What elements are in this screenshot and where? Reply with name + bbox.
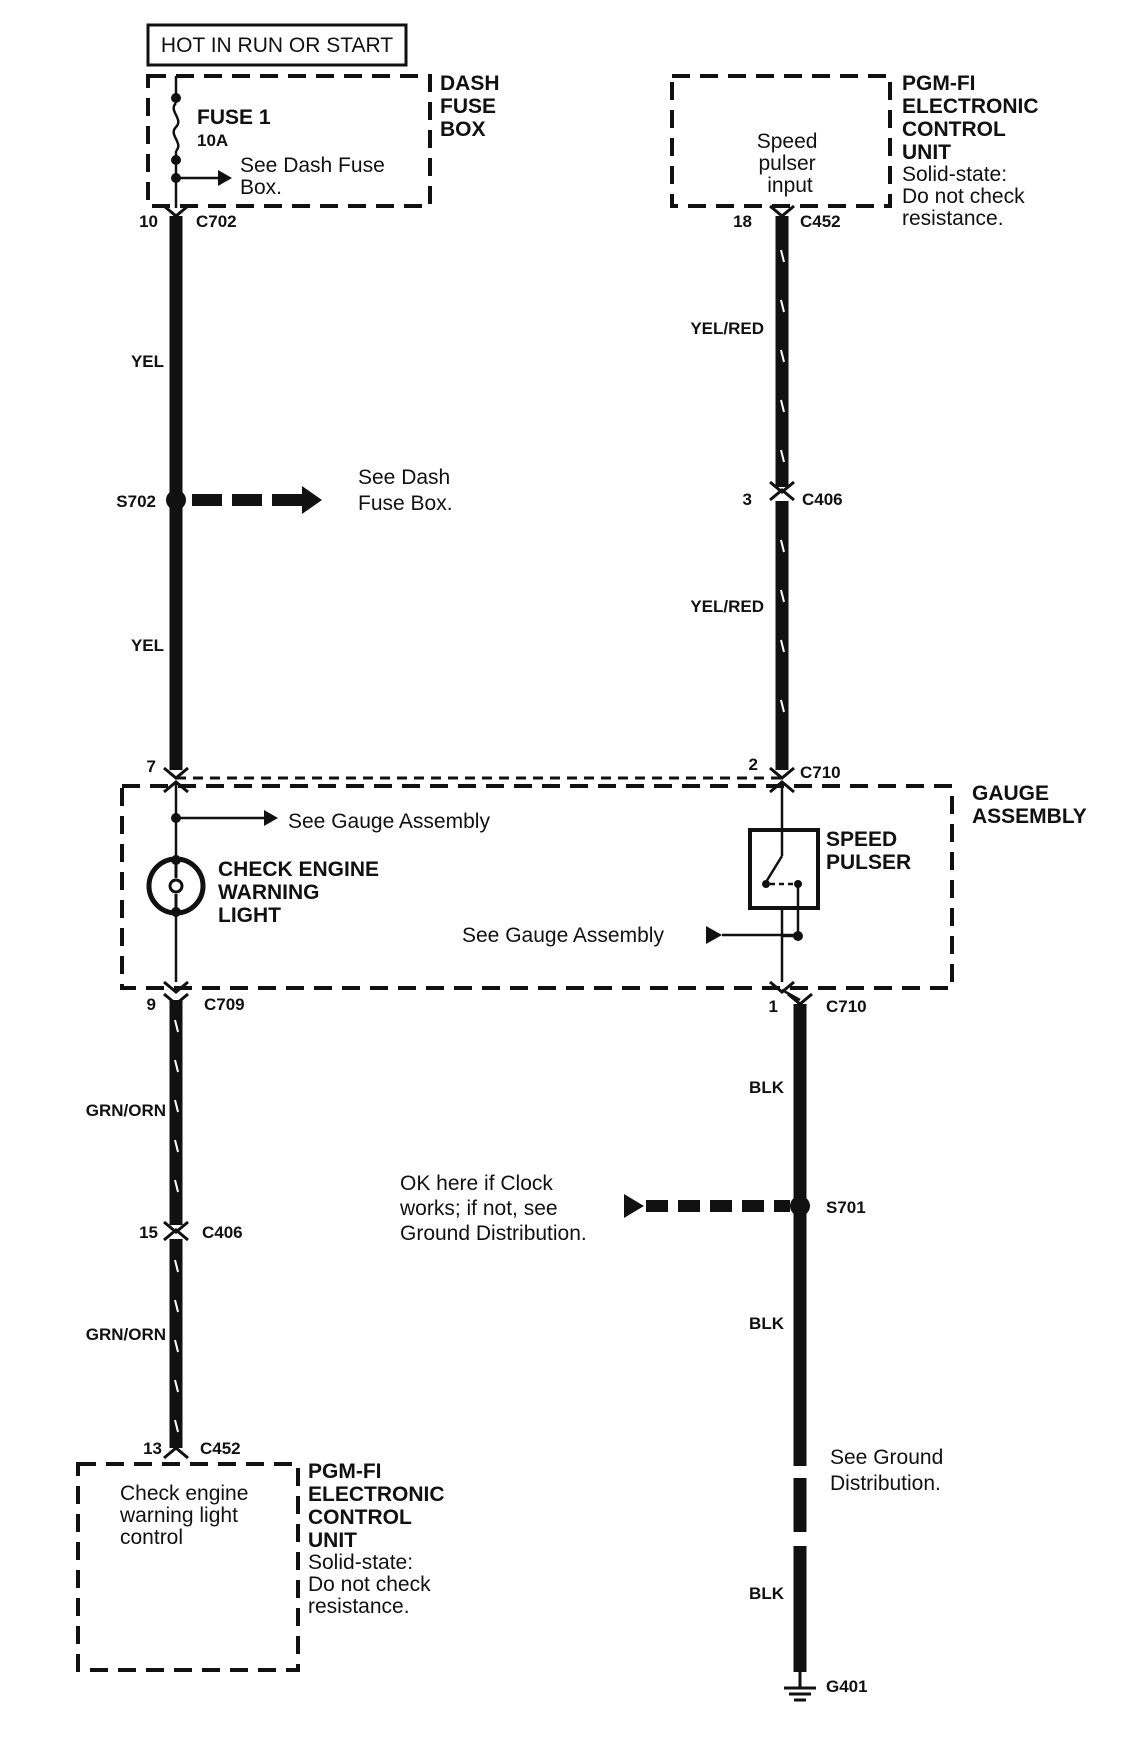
power-label: HOT IN RUN OR START [161,34,393,57]
ecu-top-note: Solid-state: Do not check resistance. [902,163,1030,230]
c709-pin: 9 [147,995,156,1014]
c452-bottom-pin: 13 [143,1439,162,1458]
s702-arrow [192,486,322,514]
wire-label-blk-3: BLK [749,1584,785,1603]
ecu-top-function: Speed pulser input [757,130,824,197]
wire-label-blk-1: BLK [749,1078,785,1097]
dash-fuse-box-title: DASH FUSE BOX [440,72,505,141]
connector-c710-top [769,766,795,780]
s701-label: S701 [826,1198,866,1217]
connector-c406-right [769,480,795,502]
wire-label-grn-orn-1: GRN/ORN [86,1101,166,1120]
c709-label: C709 [204,995,245,1014]
gauge-assembly-box [120,784,954,990]
speed-pulser-label: SPEED PULSER [826,828,911,874]
fuse-box-arrow [218,170,232,186]
connector-c452-bottom [163,1446,189,1460]
c406-right-label: C406 [802,490,843,509]
fuse-name: FUSE 1 [197,106,271,129]
connector-c702 [163,204,189,218]
s701-note: OK here if Clock works; if not, see Grou… [399,1172,587,1245]
fuse-box-note: See Dash Fuse Box. [240,154,391,199]
connector-c406-left [163,1220,189,1242]
ecu-bottom-function: Check engine warning light control [119,1482,254,1549]
gauge-see-text-2: See Gauge Assembly [462,924,664,947]
wire-label-yel-red-2: YEL/RED [690,597,764,616]
s702-label: S702 [116,492,156,511]
wire-grn-orn-stripes [174,1019,179,1433]
c710-top-label: C710 [800,763,841,782]
connector-c710-bottom [787,992,813,1006]
ecu-top-title: PGM-FI ELECTRONIC CONTROL UNIT [902,72,1044,164]
ground-note: See Ground Distribution. [830,1446,949,1495]
c452-bottom-label: C452 [200,1439,241,1458]
c406-right-pin: 3 [743,490,752,509]
gauge-see-text: See Gauge Assembly [288,810,490,833]
wire-label-yel-2: YEL [131,636,164,655]
wire-label-yel-red-1: YEL/RED [690,319,764,338]
wire-label-grn-orn-2: GRN/ORN [86,1325,166,1344]
splice-s701 [790,1196,810,1216]
c452-top-pin: 18 [733,212,752,231]
ecu-top-box [670,74,892,208]
c702-pin: 10 [139,212,158,231]
gauge-see-arrow-2 [706,926,722,944]
connector-c452-top [769,204,795,218]
c710-bottom-pin: 1 [769,997,778,1016]
c406-left-pin: 15 [139,1223,158,1242]
s701-arrow [624,1194,790,1218]
c702-label: C702 [196,212,237,231]
fuse-top-node [171,93,181,103]
c710-bottom-label: C710 [826,997,867,1016]
ground-icon [784,1672,816,1702]
splice-s702 [166,490,186,510]
c710-top-pin: 2 [749,755,758,774]
c406-left-label: C406 [202,1223,243,1242]
check-engine-lamp-icon [146,856,206,916]
ecu-bottom-note: Solid-state: Do not check resistance. [308,1551,436,1618]
gauge-assembly-title: GAUGE ASSEMBLY [972,782,1087,828]
ecu-bottom-box [76,1462,300,1672]
wire-label-yel-1: YEL [131,352,164,371]
wire-label-blk-2: BLK [749,1314,785,1333]
check-engine-lamp-label: CHECK ENGINE WARNING LIGHT [218,858,385,927]
fuse-symbol [172,102,180,152]
connector-left-top [163,766,189,780]
c452-top-label: C452 [800,212,841,231]
dash-fuse-box [146,74,432,208]
power-label-box [146,23,408,67]
connector-c709 [163,992,189,1006]
ground-label: G401 [826,1677,868,1696]
wire-yel-red-stripes [780,249,785,713]
fuse-rating: 10A [197,131,228,150]
c-left-top-pin: 7 [147,757,156,776]
gauge-see-arrow [264,810,278,826]
s702-note: See Dash Fuse Box. [358,466,456,515]
ecu-bottom-title: PGM-FI ELECTRONIC CONTROL UNIT [308,1460,450,1552]
speed-pulser-icon [748,828,820,910]
